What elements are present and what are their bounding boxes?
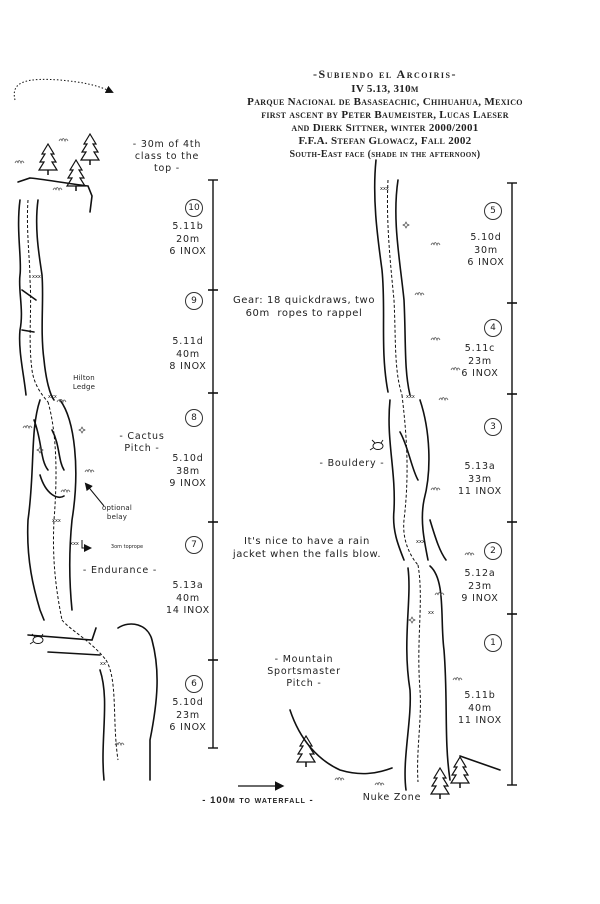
pitch-number-9: 9: [185, 292, 203, 310]
top-scramble-note: - 30m of 4th class to the top -: [132, 139, 202, 174]
tree-icon: [450, 756, 470, 789]
pitch-info-5: 5.10d 30m 6 INOX: [467, 232, 505, 268]
pitch-number-10: 10: [185, 199, 203, 217]
pitch-number-5: 5: [484, 202, 502, 220]
svg-text:xx: xx: [100, 661, 106, 667]
face-aspect-line: South-East face (shade in the afternoon): [289, 149, 481, 160]
pitch-info-2: 5.12a 23m 9 INOX: [461, 568, 499, 604]
right-route-line: [386, 179, 421, 783]
pitch-number-3: 3: [484, 418, 502, 436]
rain-jacket-note: It's nice to have a rain jacket when the…: [232, 536, 382, 560]
pitch-number-1: 1: [484, 634, 502, 652]
endurance-pitch-label: - Endurance -: [82, 565, 158, 576]
pitch-number-4: 4: [484, 319, 502, 337]
svg-text:xxx: xxx: [406, 394, 415, 400]
gear-note: Gear: 18 quickdraws, two 60m ropes to ra…: [232, 295, 376, 319]
bouldery-label: - Bouldery -: [319, 458, 385, 469]
pitch-info-6: 5.10d 23m 6 INOX: [169, 697, 207, 733]
hilton-ledge-label: Hilton Ledge: [72, 374, 96, 391]
mountain-sportsmaster-label: - Mountain Sportsmaster Pitch -: [267, 654, 341, 689]
left-wall-outline: [17, 177, 158, 781]
first-ascent-line-1: first ascent by Peter Baumeister, Lucas …: [261, 109, 509, 121]
optional-belay-label: optional belay: [102, 504, 132, 521]
nuke-zone-label: Nuke Zone: [362, 792, 422, 803]
tree-icon: [80, 133, 100, 166]
left-dimension-line: [208, 179, 218, 749]
toprope-label: 3om toprope: [110, 544, 144, 550]
svg-text:xxx: xxx: [52, 518, 61, 524]
tree-icon: [66, 159, 86, 192]
tree-icon: [430, 767, 450, 800]
right-wall-outline: [289, 159, 501, 791]
topo-title: -Subiendo el Arcoiris-: [313, 67, 457, 81]
pitch-info-3: 5.13a 33m 11 INOX: [458, 461, 502, 497]
svg-text:xxx: xxx: [380, 186, 389, 192]
pitch-number-8: 8: [185, 409, 203, 427]
pitch-info-9: 5.11d 40m 8 INOX: [169, 336, 207, 372]
bird-icon: [369, 439, 384, 451]
svg-text:xx: xx: [428, 610, 434, 616]
pitch-number-6: 6: [185, 675, 203, 693]
svg-text:xxx: xxx: [32, 274, 41, 280]
left-route-line: [26, 199, 119, 761]
pitch-info-10: 5.11b 20m 6 INOX: [169, 221, 207, 257]
tree-icon: [38, 143, 58, 176]
pitch-number-2: 2: [484, 542, 502, 560]
pitch-info-1: 5.11b 40m 11 INOX: [458, 690, 502, 726]
bird-icon: [29, 633, 44, 645]
svg-text:xxx: xxx: [48, 394, 57, 400]
approach-trail: [13, 78, 114, 101]
optional-belay-arrow: [81, 482, 105, 552]
cactus-pitch-label: - Cactus Pitch -: [119, 431, 165, 454]
svg-text:xxx: xxx: [70, 541, 79, 547]
right-dimension-line: [507, 182, 517, 786]
pitch-number-7: 7: [185, 536, 203, 554]
pitch-info-8: 5.10d 38m 9 INOX: [169, 453, 207, 489]
pitch-info-7: 5.13a 40m 14 INOX: [166, 580, 210, 616]
pitch-info-4: 5.11c 23m 6 INOX: [461, 343, 499, 379]
belay-marks-right: xxx xxx xxx xx: [380, 186, 434, 616]
grade-and-length: IV 5.13, 310m: [351, 83, 419, 95]
first-ascent-line-2: and Dierk Sittner, winter 2000/2001: [291, 122, 479, 134]
belay-marks-left: xxx xxx xxx xxx xx: [32, 274, 106, 667]
waterfall-distance-label: - 100m to waterfall -: [202, 795, 314, 806]
tree-icon: [296, 735, 316, 768]
location-line: Parque Nacional de Basaseachic, Chihuahu…: [247, 96, 523, 108]
first-free-ascent-line: F.F.A. Stefan Glowacz, Fall 2002: [298, 135, 472, 147]
svg-text:xxx: xxx: [416, 539, 425, 545]
